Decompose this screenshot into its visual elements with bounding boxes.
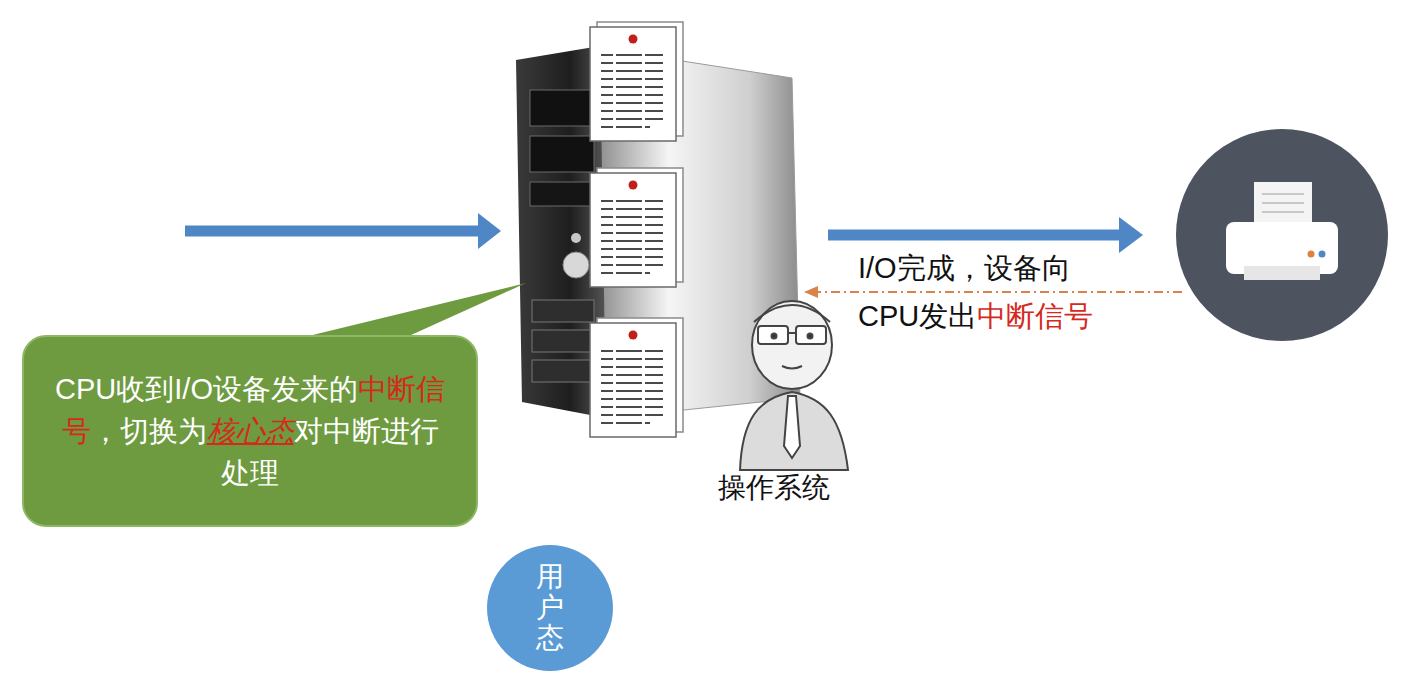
text-run: CPU发出: [858, 300, 977, 332]
printer-icon: [1176, 129, 1388, 341]
interrupt-arrow: [804, 286, 1182, 298]
text-run: I/O完成，设备向: [858, 252, 1071, 284]
text-run: ，切换为: [91, 415, 207, 447]
document-icons: [590, 22, 683, 437]
output-arrow: [828, 217, 1143, 253]
state-text: 用户态: [536, 562, 564, 654]
callout-pointer: [292, 283, 526, 340]
text-run: CPU收到I/O设备发来的: [55, 373, 358, 405]
os-figure: [740, 301, 848, 470]
input-arrow: [185, 213, 501, 249]
callout-box: CPU收到I/O设备发来的中断信号，切换为核心态对中断进行处理: [22, 335, 478, 527]
interrupt-label: I/O完成，设备向 CPU发出中断信号: [858, 244, 1093, 340]
os-label: 操作系统: [718, 470, 830, 506]
state-circle: 用户态: [487, 545, 613, 671]
text-run: 操作系统: [718, 472, 830, 503]
text-run: 核心态: [207, 415, 294, 447]
callout-text: CPU收到I/O设备发来的中断信号，切换为核心态对中断进行处理: [50, 368, 450, 494]
text-run: 用户态: [536, 561, 564, 654]
text-run: 中断信号: [977, 300, 1093, 332]
